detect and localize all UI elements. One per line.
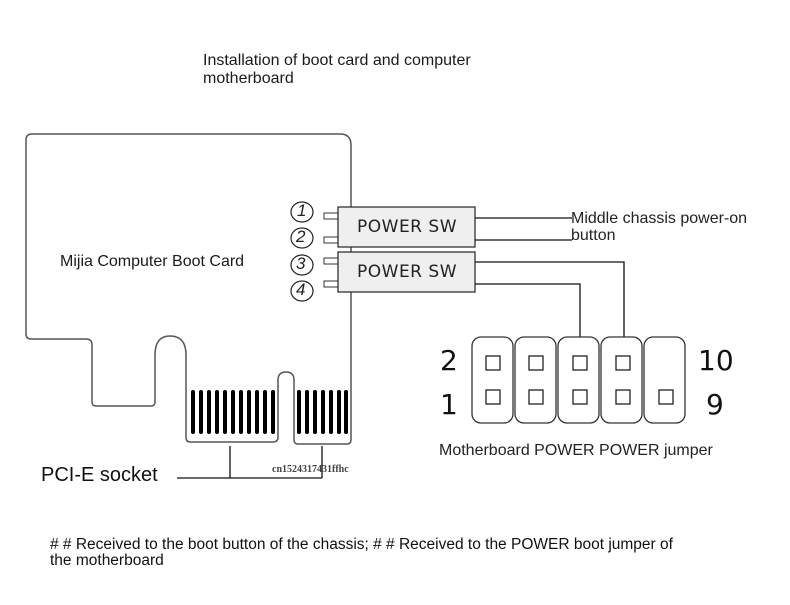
footnote: # # Received to the boot button of the c… (50, 537, 673, 569)
chassis-label-line-1: Middle chassis power-on (571, 210, 748, 227)
pcie-socket-label: PCI-E socket (41, 464, 158, 486)
power-sw-box-2 (337, 251, 476, 293)
power-sw-label-2: POWER SW (357, 262, 457, 282)
title-line-2: motherboard (203, 70, 294, 87)
footnote-line-1: # # Received to the boot button of the c… (50, 536, 673, 553)
boot-card-outline (25, 133, 352, 445)
chassis-button-label: Middle chassis power-on button (571, 210, 747, 244)
title-line-1: Installation of boot card and computer (203, 52, 471, 69)
power-sw-label-1: POWER SW (357, 217, 457, 237)
chassis-label-line-2: button (571, 227, 616, 244)
boot-card-label: Mijia Computer Boot Card (60, 253, 245, 270)
pin-circles (290, 201, 314, 302)
jumper-caption: Motherboard POWER POWER jumper (439, 442, 713, 459)
pin-label-3: 3 (296, 254, 306, 273)
diagram-title: Installation of boot card and computer m… (203, 52, 471, 88)
pcie-fingers-right (297, 390, 348, 434)
pin-label-4: 4 (296, 280, 306, 299)
jumper-pin-10-label: 10 (698, 344, 734, 377)
jumper-pins (485, 355, 674, 405)
jumper-wires (475, 261, 625, 362)
jumper-header (471, 336, 686, 424)
jumper-pin-1-label: 1 (440, 388, 458, 421)
jumper-pin-2-label: 2 (440, 344, 458, 377)
pin-label-1: 1 (297, 201, 307, 220)
pin-label-2: 2 (296, 227, 306, 246)
jumper-pin-9-label: 9 (706, 388, 724, 421)
footnote-line-2: the motherboard (50, 552, 164, 569)
pcie-socket-leader (177, 446, 323, 479)
power-sw-box-1 (337, 206, 476, 248)
watermark-text: cn1524317431ffhc (272, 464, 349, 475)
chassis-wires (475, 217, 572, 241)
pcie-fingers-left (191, 390, 275, 434)
